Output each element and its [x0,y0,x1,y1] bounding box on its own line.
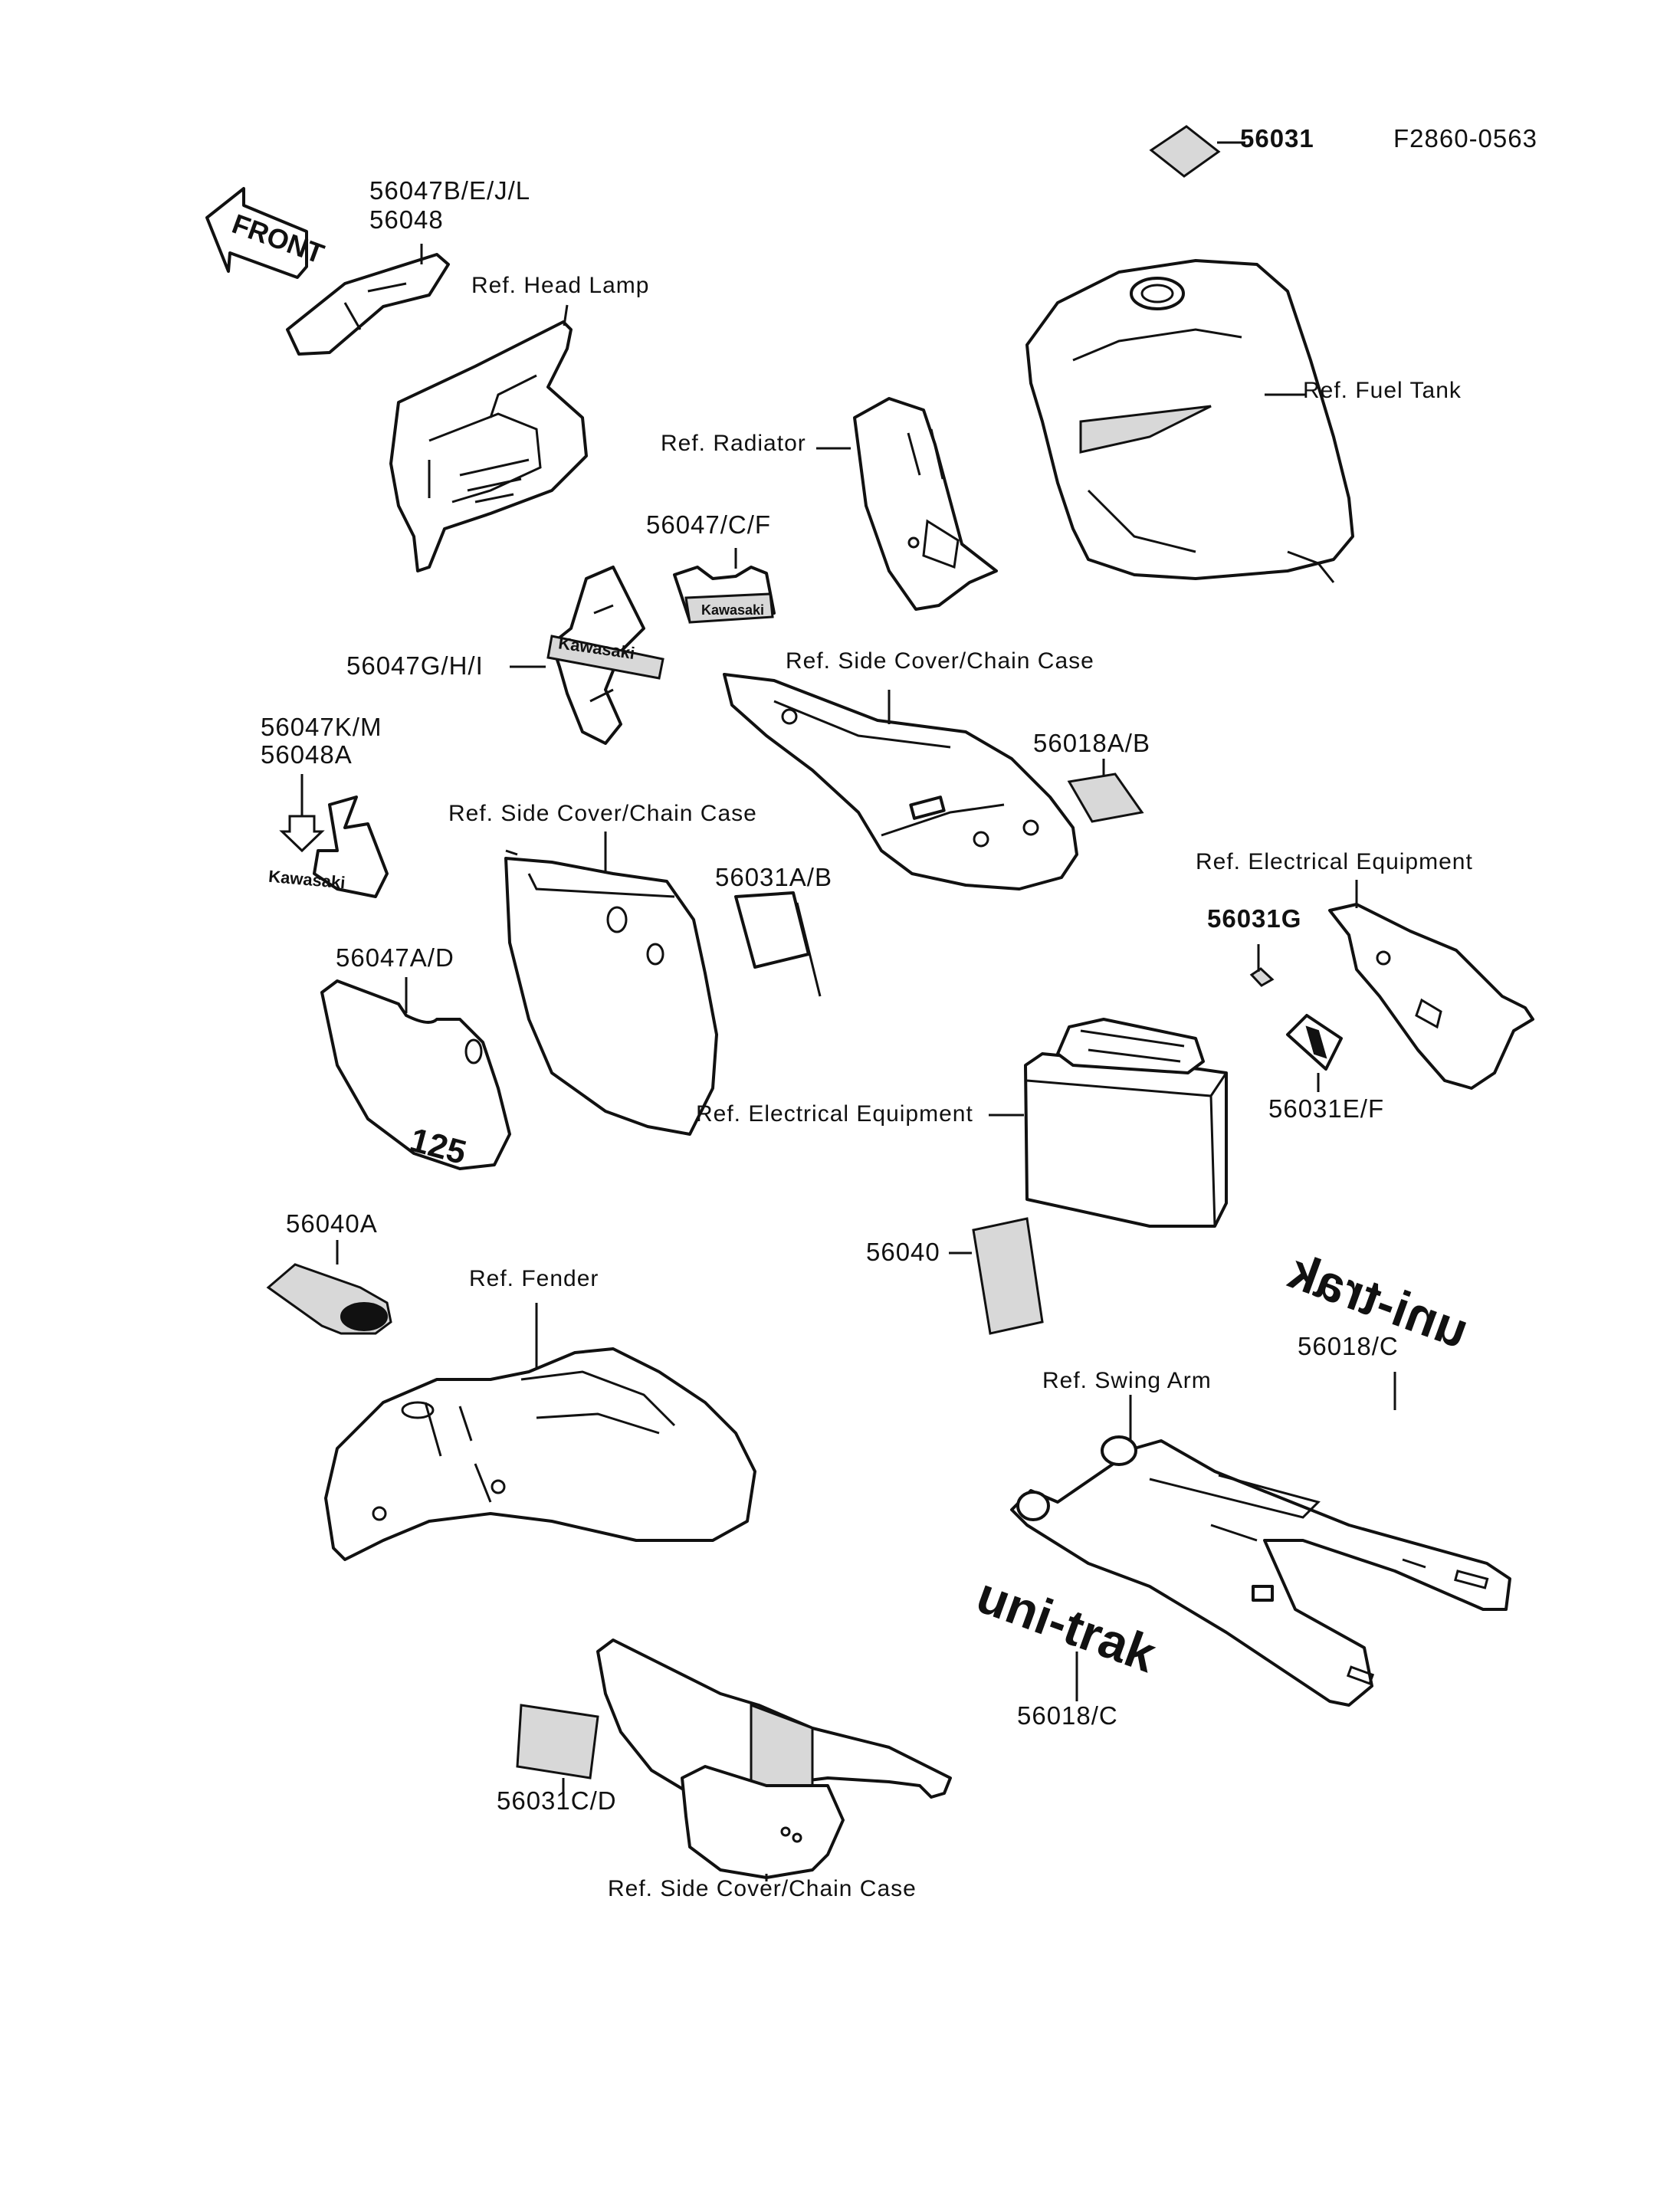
swing-arm-icon [1010,1395,1511,1707]
electrical-bracket-icon [1328,880,1534,1090]
decal-56047c-icon: Kawasaki [673,548,776,624]
label-56031ef-icon [1286,1014,1343,1092]
ref-fender: Ref. Fender [469,1266,599,1291]
kawasaki-decal-text: Kawasaki [701,602,764,618]
part-56018ab: 56018A/B [1033,729,1150,757]
unitrak-decal-lower-icon: uni-trak [970,1566,1163,1701]
battery-icon [989,1018,1228,1228]
side-cover-middle-icon [504,832,718,1136]
head-lamp-icon [389,304,588,572]
decal-56047a-icon: 125 [320,977,511,1172]
label-56040-icon [949,1217,1044,1335]
ref-electrical-lower: Ref. Electrical Equipment [696,1101,973,1127]
part-56018c-bottom: 56018/C [1017,1701,1118,1730]
chain-case-upper-icon [723,673,1078,891]
decal-56047g-icon: Kawasaki [510,566,664,745]
part-56031cd: 56031C/D [497,1786,617,1815]
part-56048a: 56048A [261,740,353,769]
label-56031cd-icon [516,1704,599,1793]
radiator-icon [816,397,998,611]
part-56040: 56040 [866,1238,940,1266]
fuel-tank-icon [1025,259,1354,583]
part-56018c-top: 56018/C [1298,1332,1399,1360]
ref-side-cover-lower: Ref. Side Cover/Chain Case [608,1876,917,1901]
label-56040a-icon [266,1240,392,1335]
decal-56047b-icon [286,244,450,356]
document-code: F2860-0563 [1393,124,1537,153]
part-56031ef: 56031E/F [1268,1094,1385,1123]
label-56018ab-icon [1067,759,1144,823]
part-56047k: 56047K/M [261,713,382,741]
ref-head-lamp: Ref. Head Lamp [471,273,650,298]
ref-side-cover-middle: Ref. Side Cover/Chain Case [448,801,757,826]
front-arrow-icon: FRONT [205,187,328,279]
part-56040a: 56040A [286,1209,378,1238]
unitrak-decal-text-lower: uni-trak [970,1566,1163,1683]
part-56047a: 56047A/D [336,943,454,972]
part-56047c: 56047/C/F [646,510,772,539]
part-56031g: 56031G [1207,904,1302,933]
part-56031: 56031 [1240,124,1314,153]
ref-swing-arm: Ref. Swing Arm [1042,1368,1212,1393]
ref-electrical-upper: Ref. Electrical Equipment [1196,849,1473,874]
ref-fuel-tank: Ref. Fuel Tank [1303,378,1462,403]
part-56031ab: 56031A/B [715,863,832,891]
label-56031-icon [1149,125,1245,178]
unitrak-decal-upper-icon: uni-trak [1282,1242,1476,1410]
label-56031g-icon [1249,944,1275,987]
ref-side-cover-upper: Ref. Side Cover/Chain Case [786,648,1094,674]
part-56048: 56048 [369,205,444,234]
fender-icon [324,1303,756,1561]
decal-56047k-icon: Kawasaki [267,774,389,898]
part-56047g: 56047G/H/I [346,651,484,680]
label-56031ab-icon [734,891,822,997]
part-56047b: 56047B/E/J/L [369,176,531,205]
chain-case-lower-icon [596,1638,952,1881]
ref-radiator: Ref. Radiator [661,431,806,456]
